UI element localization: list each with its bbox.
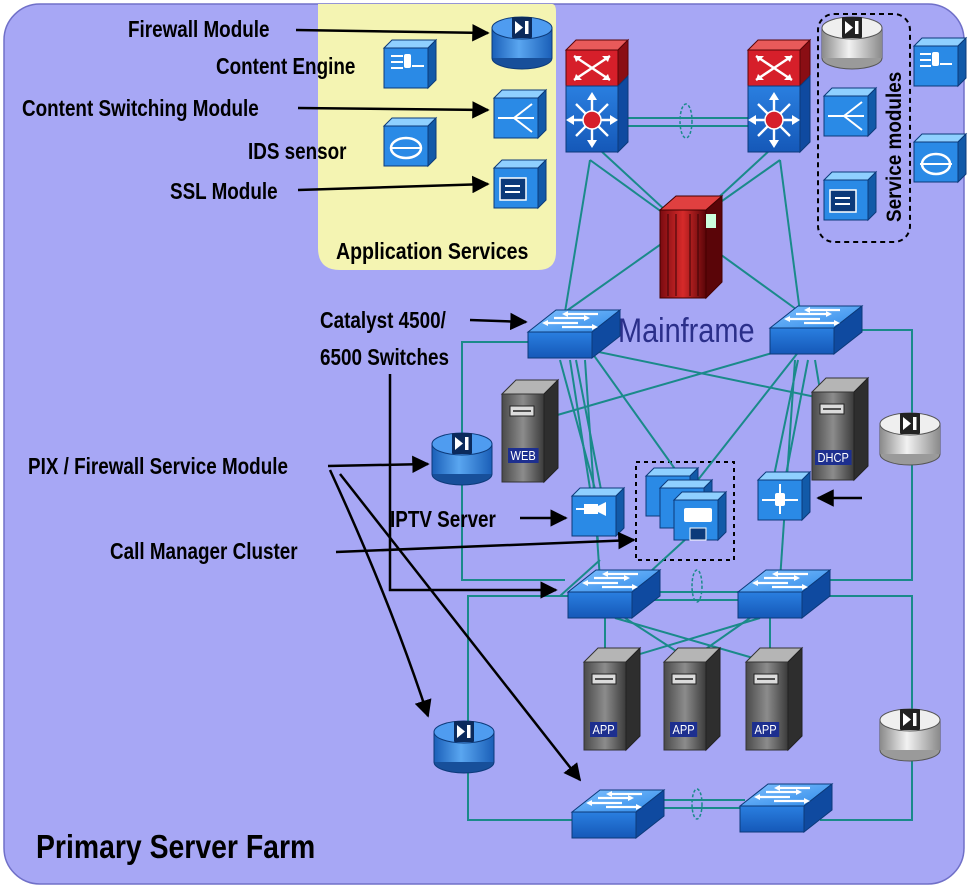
call-manager-cluster-label: Call Manager Cluster	[110, 538, 298, 564]
content-engine-icon	[383, 39, 437, 89]
pix-firewall-icon	[431, 432, 493, 486]
callout-arrows	[295, 24, 862, 782]
ssl-module-label: SSL Module	[170, 178, 278, 204]
pix-firewall-label: PIX / Firewall Service Module	[28, 453, 288, 479]
app-server-2-tag: APP	[670, 722, 698, 737]
iptv-server-label: IPTV Server	[390, 506, 496, 532]
mainframe-label: Mainframe	[618, 312, 755, 350]
mainframe-icon	[658, 194, 724, 300]
web-server-tag: WEB	[508, 448, 539, 463]
ssl-module-icon	[493, 159, 547, 209]
firewall-module-icon	[491, 16, 553, 70]
service-content-engine-icon	[913, 37, 967, 87]
web-server-icon	[501, 379, 559, 483]
dhcp-server-tag: DHCP	[815, 450, 852, 465]
service-modules-box	[817, 13, 911, 243]
firewall-module-label: Firewall Module	[128, 16, 270, 42]
primary-server-farm-title: Primary Server Farm	[36, 828, 316, 865]
firewall-service-module-icon	[821, 16, 883, 70]
call-manager-box	[635, 461, 735, 561]
firewall-right-lower-icon	[879, 708, 941, 762]
catalyst-label-line1: Catalyst 4500/	[320, 307, 446, 333]
ip-phone-icon	[645, 467, 727, 541]
service-modules-label: Service modules	[883, 71, 906, 222]
content-switching-module-label: Content Switching Module	[22, 95, 259, 121]
service-ids-sensor-icon	[913, 133, 967, 183]
app-server-3-tag: APP	[752, 722, 780, 737]
service-content-switch-icon	[823, 87, 877, 137]
application-services-label: Application Services	[336, 238, 529, 264]
catalyst-label-line2: 6500 Switches	[320, 344, 449, 370]
iptv-server-icon	[571, 487, 625, 537]
layer3-switch-icon	[757, 471, 811, 521]
pix-firewall-lower-icon	[433, 720, 495, 774]
firewall-right-icon	[879, 412, 941, 466]
core-switch-right-icon	[746, 38, 812, 154]
etherchannel-markers	[679, 103, 703, 820]
ids-sensor-label: IDS sensor	[248, 138, 347, 164]
content-engine-label: Content Engine	[216, 53, 356, 79]
ids-sensor-icon	[383, 117, 437, 167]
content-switch-icon	[493, 89, 547, 139]
service-ssl-module-icon	[823, 171, 877, 221]
app-server-1-tag: APP	[590, 722, 618, 737]
core-switch-left-icon	[564, 38, 630, 154]
